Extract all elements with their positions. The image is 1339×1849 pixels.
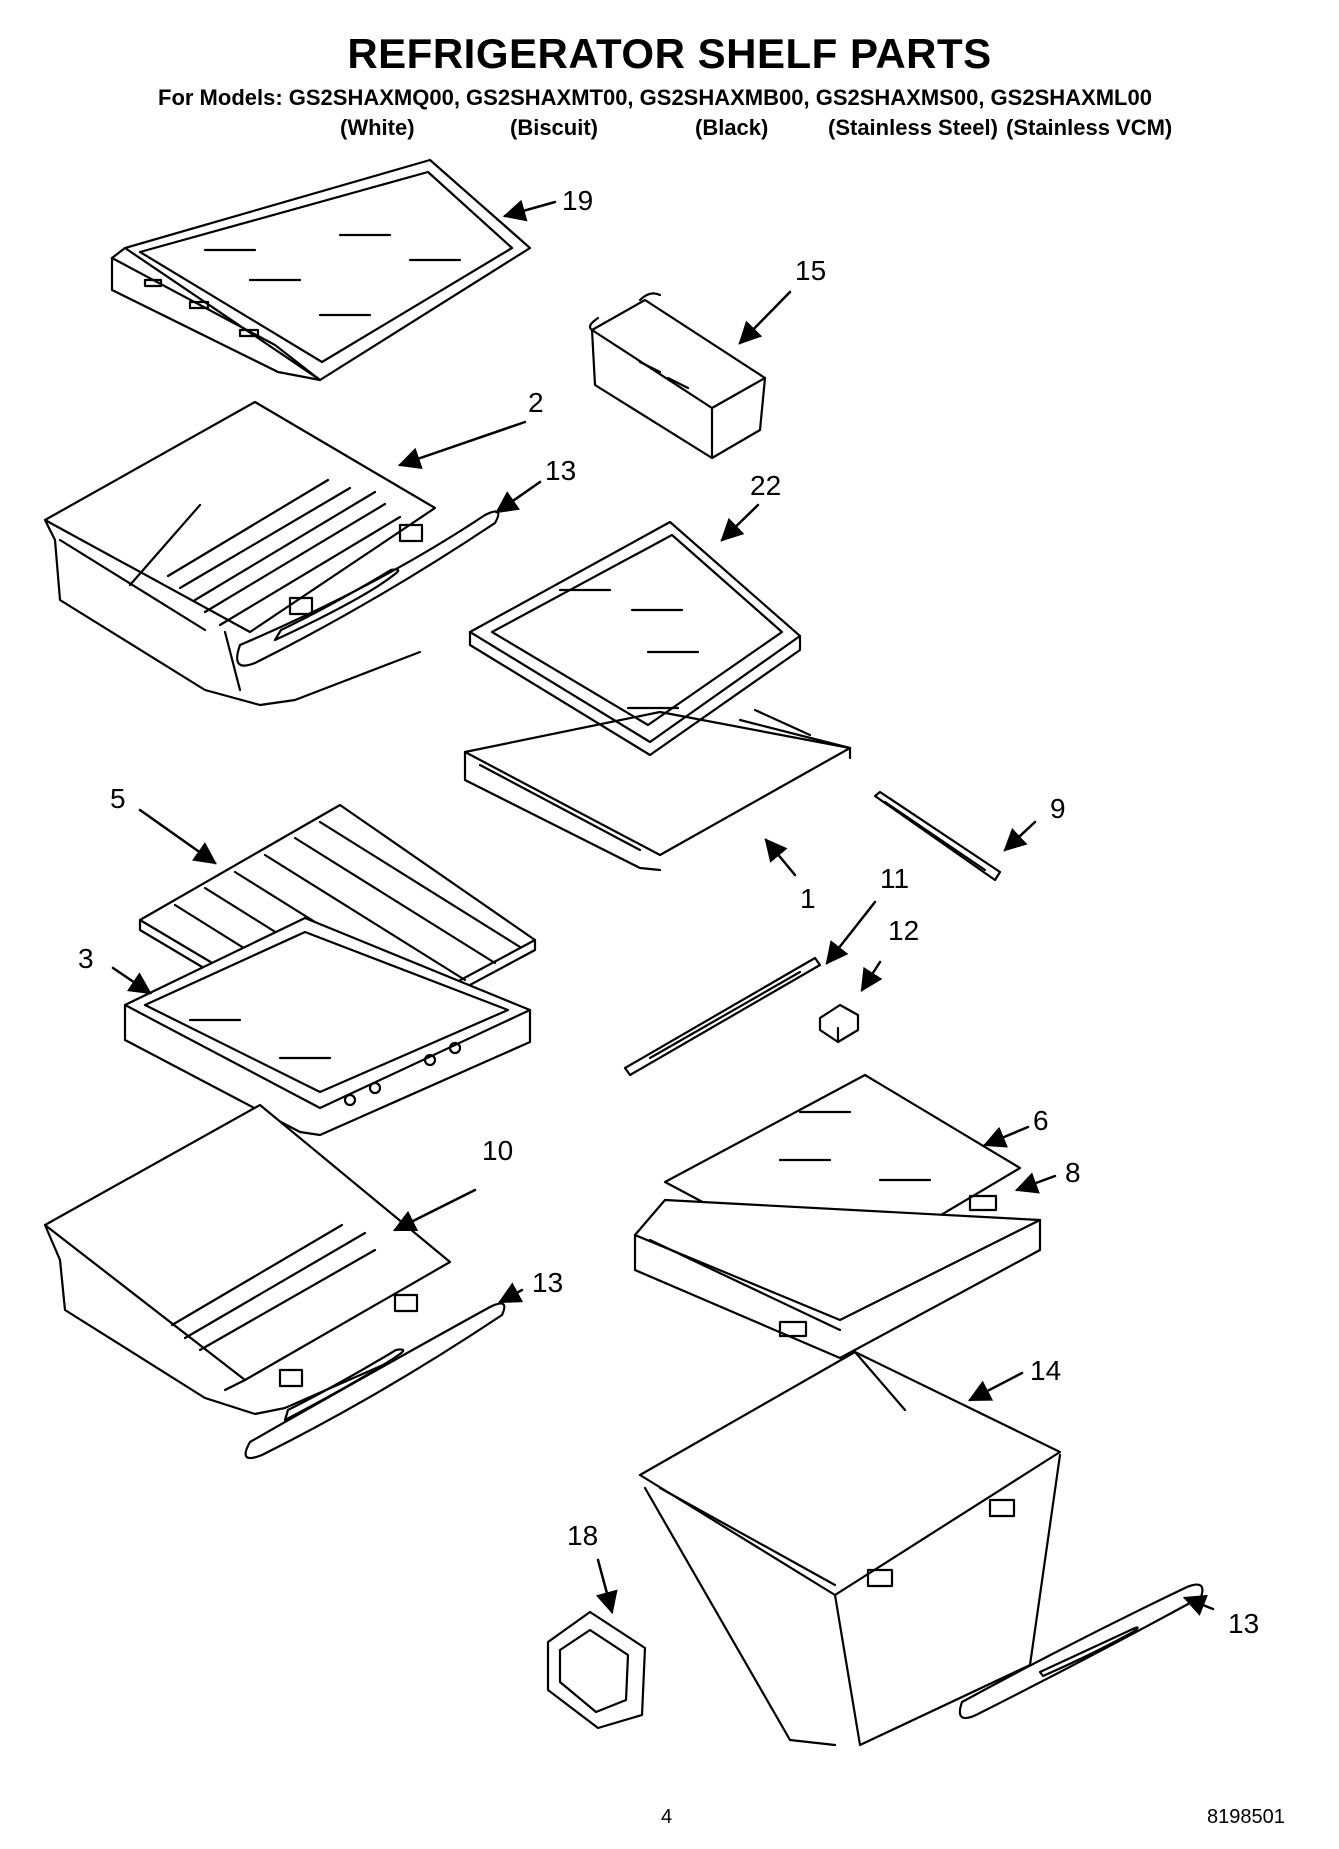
callout-11: 11 bbox=[880, 863, 909, 894]
callout-5: 5 bbox=[110, 783, 126, 814]
part-13-drawer-handle bbox=[958, 1583, 1204, 1720]
callout-19: 19 bbox=[562, 185, 593, 216]
finish-white: (White) bbox=[340, 115, 415, 140]
part-3-cover-frame bbox=[123, 916, 532, 1137]
callout-1: 1 bbox=[800, 883, 816, 914]
callout-8: 8 bbox=[1065, 1157, 1081, 1188]
part-18-badge bbox=[546, 1610, 647, 1730]
finish-black: (Black) bbox=[695, 115, 769, 140]
callout-12: 12 bbox=[888, 915, 919, 946]
finish-stainless-steel: (Stainless Steel) bbox=[828, 115, 998, 140]
part-8-frame bbox=[633, 1194, 1042, 1360]
callout-13-lower: 13 bbox=[1228, 1608, 1259, 1639]
finish-stainless-vcm: (Stainless VCM) bbox=[1006, 115, 1173, 140]
part-14-pan-drawer bbox=[638, 1350, 1062, 1747]
part-1-shelf-frame bbox=[463, 708, 852, 872]
callout-14: 14 bbox=[1030, 1355, 1061, 1386]
part-9-rail bbox=[873, 790, 1002, 882]
callout-22: 22 bbox=[750, 470, 781, 501]
part-22-glass-shelf bbox=[468, 520, 802, 757]
part-12-clip bbox=[818, 1003, 860, 1044]
callout-10: 10 bbox=[482, 1135, 513, 1166]
part-19-glass-shelf bbox=[110, 158, 532, 382]
part-2-crisper-drawer bbox=[43, 400, 500, 707]
part-15-utility-bin bbox=[588, 292, 767, 460]
callout-6: 6 bbox=[1033, 1105, 1049, 1136]
leader-arrows bbox=[111, 199, 1215, 1616]
document-number: 8198501 bbox=[1207, 1806, 1285, 1828]
callout-9: 9 bbox=[1050, 793, 1066, 824]
callout-3: 3 bbox=[78, 943, 94, 974]
page-title: REFRIGERATOR SHELF PARTS bbox=[347, 30, 992, 77]
page-number: 4 bbox=[661, 1806, 673, 1828]
callout-13-upper: 13 bbox=[545, 455, 576, 486]
callout-13-middle: 13 bbox=[532, 1267, 563, 1298]
part-10-crisper-drawer bbox=[43, 1103, 506, 1460]
part-11-rail bbox=[623, 956, 822, 1077]
callout-18: 18 bbox=[567, 1520, 598, 1551]
callout-15: 15 bbox=[795, 255, 826, 286]
models-line: For Models: GS2SHAXMQ00, GS2SHAXMT00, GS… bbox=[158, 85, 1152, 110]
finish-biscuit: (Biscuit) bbox=[510, 115, 598, 140]
callout-2: 2 bbox=[528, 387, 544, 418]
